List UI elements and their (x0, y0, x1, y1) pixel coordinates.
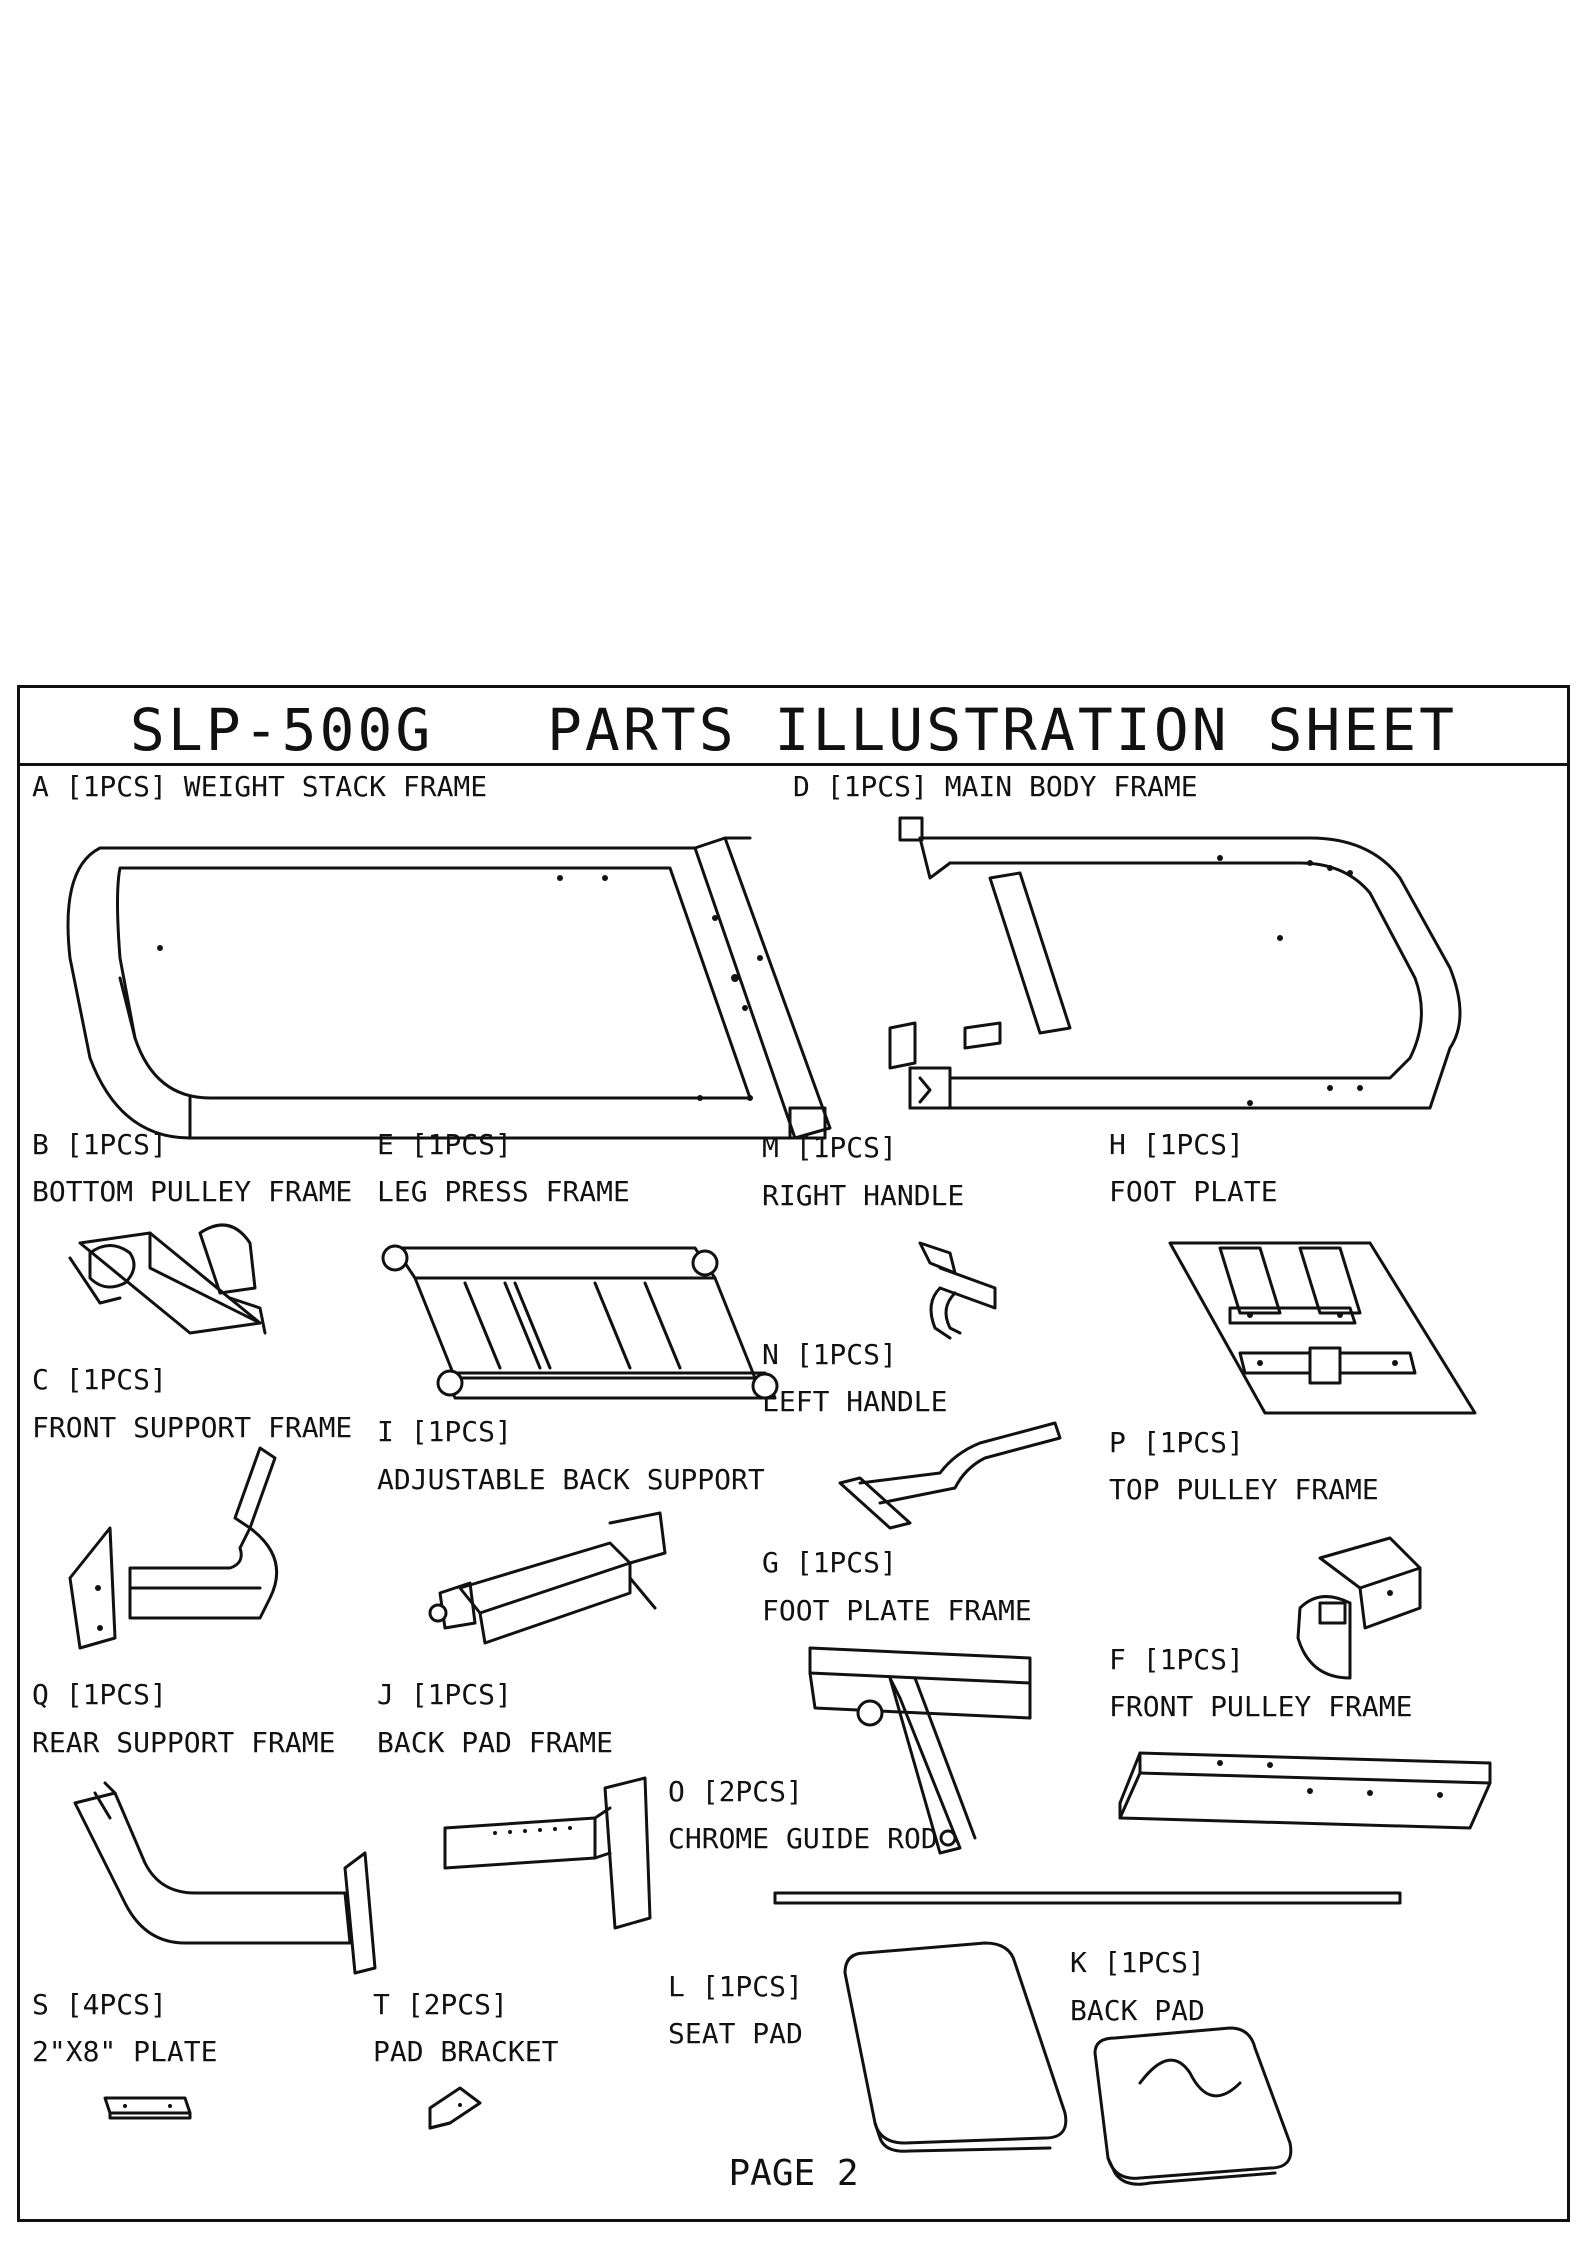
part-f-code: F [1PCS] (1109, 1643, 1244, 1676)
pad-bracket-drawing (428, 2086, 482, 2130)
part-n-code: N [1PCS] (762, 1338, 897, 1371)
part-i-code: I [1PCS] (377, 1415, 512, 1448)
part-o-code: O [2PCS] (668, 1775, 803, 1808)
part-l-name: SEAT PAD (668, 2017, 803, 2050)
part-k-name: BACK PAD (1070, 1994, 1205, 2027)
part-m-code: M [1PCS] (762, 1131, 897, 1164)
parts-illustration-sheet: SLP-500G PARTS ILLUSTRATION SHEET A [1PC… (17, 685, 1570, 2222)
part-e-name: LEG PRESS FRAME (377, 1175, 630, 1208)
part-c-name: FRONT SUPPORT FRAME (32, 1411, 353, 1444)
part-q-code: Q [1PCS] (32, 1678, 167, 1711)
part-a-label: A [1PCS] WEIGHT STACK FRAME (32, 770, 488, 803)
part-d-label: D [1PCS] MAIN BODY FRAME (793, 770, 1198, 803)
page-number: PAGE 2 (728, 2153, 859, 2194)
chrome-guide-rod-drawing (773, 1891, 1402, 1905)
part-g-code: G [1PCS] (762, 1546, 897, 1579)
leg-press-frame-drawing (381, 1244, 779, 1400)
bottom-pulley-frame-drawing (68, 1223, 267, 1335)
top-pulley-frame-drawing (1296, 1536, 1422, 1680)
part-p-name: TOP PULLEY FRAME (1109, 1473, 1379, 1506)
seat-pad-drawing (843, 1941, 1068, 2153)
part-l-code: L [1PCS] (668, 1970, 803, 2003)
right-handle-drawing (918, 1241, 997, 1340)
part-t-code: T [2PCS] (373, 1988, 508, 2021)
part-m-name: RIGHT HANDLE (762, 1179, 965, 1212)
part-t-name: PAD BRACKET (373, 2035, 559, 2068)
part-c-code: C [1PCS] (32, 1363, 167, 1396)
part-o-name: CHROME GUIDE ROD (668, 1822, 938, 1855)
adjustable-back-support-drawing (428, 1511, 667, 1645)
part-q-name: REAR SUPPORT FRAME (32, 1726, 336, 1759)
front-support-frame-drawing (68, 1446, 279, 1650)
part-b-code: B [1PCS] (32, 1128, 167, 1161)
part-i-name: ADJUSTABLE BACK SUPPORT (377, 1463, 765, 1496)
part-n-name: LEFT HANDLE (762, 1385, 948, 1418)
back-pad-drawing (1093, 2026, 1293, 2186)
left-handle-drawing (838, 1421, 1062, 1530)
part-k-code: K [1PCS] (1070, 1946, 1205, 1979)
part-b-name: BOTTOM PULLEY FRAME (32, 1175, 353, 1208)
foot-plate-frame-drawing (808, 1646, 1032, 1855)
part-s-code: S [4PCS] (32, 1988, 167, 2021)
sheet-title: SLP-500G PARTS ILLUSTRATION SHEET (129, 696, 1458, 764)
part-g-name: FOOT PLATE FRAME (762, 1594, 1032, 1627)
part-j-code: J [1PCS] (377, 1678, 512, 1711)
back-pad-frame-drawing (443, 1776, 652, 1930)
part-s-name: 2"X8" PLATE (32, 2035, 218, 2068)
plate-2x8-drawing (103, 2096, 192, 2120)
weight-stack-frame-drawing (66, 836, 832, 1140)
front-pulley-frame-drawing (1118, 1751, 1492, 1830)
part-p-code: P [1PCS] (1109, 1426, 1244, 1459)
part-f-name: FRONT PULLEY FRAME (1109, 1690, 1413, 1723)
part-h-code: H [1PCS] (1109, 1128, 1244, 1161)
part-j-name: BACK PAD FRAME (377, 1726, 614, 1759)
part-e-code: E [1PCS] (377, 1128, 512, 1161)
foot-plate-drawing (1168, 1241, 1477, 1415)
main-body-frame-drawing (888, 816, 1462, 1110)
rear-support-frame-drawing (73, 1781, 377, 1975)
title-bar: SLP-500G PARTS ILLUSTRATION SHEET (20, 688, 1567, 766)
part-h-name: FOOT PLATE (1109, 1175, 1278, 1208)
